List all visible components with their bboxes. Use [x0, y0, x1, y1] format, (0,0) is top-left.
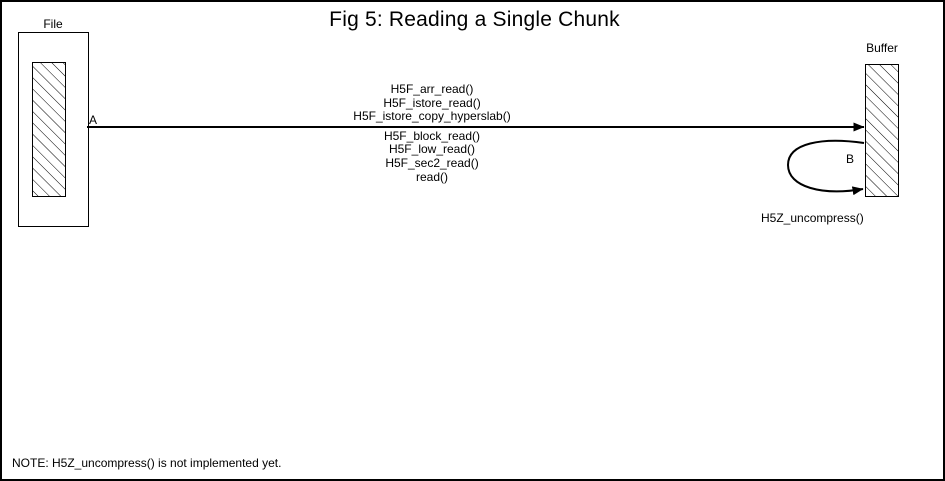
file-node-label: File: [43, 17, 63, 31]
call-stack-line: H5F_istore_read(): [383, 95, 481, 110]
edge-b-call-label: H5Z_uncompress(): [761, 211, 864, 225]
edge-a-id-label: A: [89, 113, 98, 127]
buffer-box: [865, 64, 899, 197]
call-stack-line: H5F_arr_read(): [390, 82, 474, 96]
edge-b-loop: [786, 139, 865, 196]
edge-b-id-label: B: [846, 152, 855, 166]
call-stack-line: H5F_low_read(): [388, 142, 476, 157]
edge-a-call-stack: H5F_arr_read() H5F_istore_read() H5F_ist…: [317, 82, 547, 184]
call-stack-line: H5F_block_read(): [383, 128, 481, 143]
page-title: Fig 5: Reading a Single Chunk: [329, 8, 620, 31]
call-stack-line: H5F_istore_copy_hyperslab(): [353, 109, 511, 124]
file-chunk-hatch: [32, 62, 66, 197]
call-stack-line: read(): [415, 169, 448, 184]
call-stack-line: H5F_sec2_read(): [385, 155, 479, 170]
buffer-node-label: Buffer: [866, 41, 898, 55]
figure-note: NOTE: H5Z_uncompress() is not implemente…: [12, 456, 282, 470]
